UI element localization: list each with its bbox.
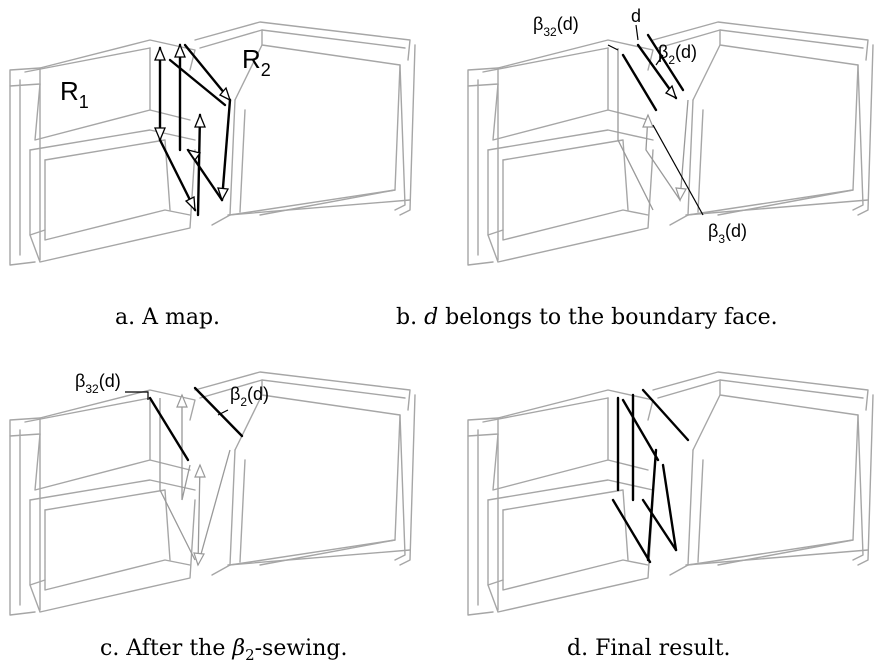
- panel-c-arrowhead-grey-3: [193, 552, 205, 567]
- panel-d-sewn-edge-7: [661, 463, 678, 552]
- panel-a-dart-5: [183, 43, 232, 102]
- label-region1: R1: [60, 76, 89, 112]
- label-beta32-d-c: β32(d): [75, 371, 121, 396]
- panel-c-leader-beta32: [125, 391, 149, 400]
- panel-d: [467, 371, 874, 616]
- panel-a-arrowhead-7: [194, 113, 206, 128]
- panel-b-arrowhead-grey-2: [675, 187, 687, 202]
- caption-c: c. After the β2-sewing.: [100, 636, 347, 664]
- panel-b-dart-grey-2: [645, 99, 689, 202]
- panel-b-arrowhead-grey-1: [642, 113, 654, 128]
- panel-c-dart-grey-3: [197, 449, 231, 566]
- label-beta32-d-b: β32(d): [533, 14, 579, 39]
- panel-c-dart-beta32: [148, 396, 190, 462]
- caption-d: d. Final result.: [567, 636, 731, 661]
- panel-a-arrowhead-2: [154, 127, 166, 142]
- panel-a-arrowhead-8: [186, 148, 202, 162]
- panel-c-arrowhead-grey-2: [194, 463, 206, 478]
- caption-a: a. A map.: [115, 305, 220, 330]
- panel-c-cubes: [9, 371, 416, 616]
- panel-b-dart-beta2: [646, 33, 685, 92]
- panel-b-leader-beta2: [655, 54, 664, 66]
- panel-b-leader-d: [635, 24, 639, 41]
- panel-a-arrowhead-3: [184, 195, 196, 212]
- panel-a-arrowhead-4: [174, 43, 186, 58]
- label-beta2-d-c: β2(d): [230, 384, 269, 409]
- panel-c-leader-beta2: [217, 409, 229, 416]
- label-beta3-d-b: β3(d): [708, 221, 747, 246]
- panel-a-arrowhead-1: [154, 46, 166, 61]
- panel-b-leader-beta32: [607, 44, 619, 51]
- panel-a-cubes: [9, 21, 416, 266]
- panel-a: R1 R2: [9, 21, 416, 266]
- panel-d-sewn-edge-4: [641, 388, 690, 442]
- panel-b: β32(d) d β2(d) β3(d): [467, 6, 874, 266]
- panel-b-dart-grey-1: [617, 48, 654, 211]
- panel-c-dart-grey-1: [159, 398, 196, 561]
- panel-a-arrowhead-6: [217, 187, 230, 202]
- label-d-b: d: [631, 6, 641, 26]
- label-region2: R2: [242, 44, 271, 80]
- panel-c-dart-grey-2: [181, 395, 191, 501]
- panel-a-arrowhead-5: [218, 86, 232, 102]
- panel-b-leader-beta3: [652, 124, 704, 216]
- label-beta2-d-b: β2(d): [658, 42, 697, 67]
- panel-a-dart-6: [220, 98, 232, 202]
- panel-a-dart-3: [158, 138, 197, 212]
- panel-b-arrowhead-d: [664, 84, 678, 100]
- caption-b: b. d belongs to the boundary face.: [396, 305, 778, 330]
- panel-b-dart-beta32: [621, 53, 658, 112]
- panel-d-sewn-edge-5: [611, 498, 652, 564]
- panel-c-arrowhead-grey-1: [176, 393, 188, 408]
- panel-d-sewn-edge-8: [641, 498, 678, 552]
- panel-c: β32(d) β2(d): [9, 371, 416, 616]
- panel-d-cubes: [467, 371, 874, 616]
- panel-d-sewn-edge-3: [621, 398, 660, 462]
- panel-c-dart-beta2: [193, 386, 244, 438]
- panel-d-sewn-edge-6: [646, 448, 658, 562]
